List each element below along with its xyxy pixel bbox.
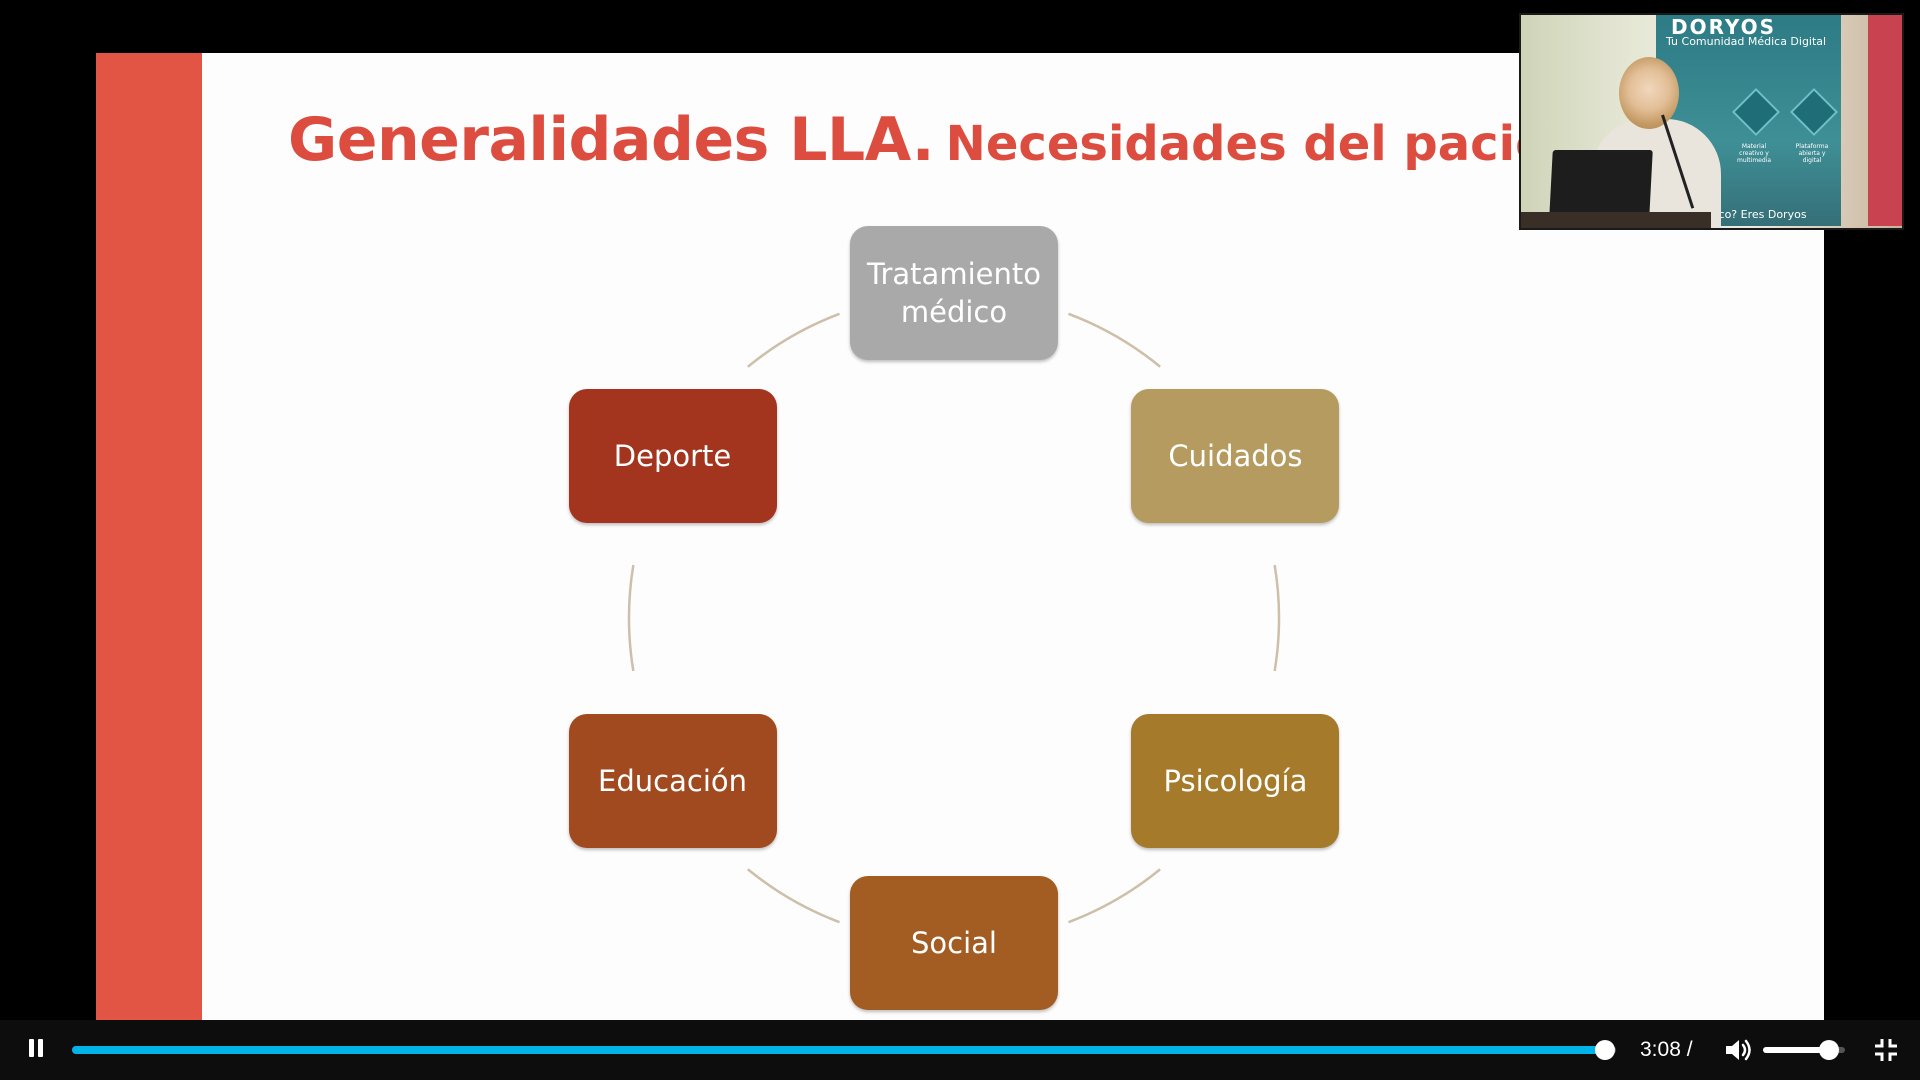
progress-handle[interactable] [1595,1040,1616,1060]
pip-brand: DORYOS [1671,15,1777,39]
video-area[interactable]: Generalidades LLA. Necesidades del pacie… [0,0,1920,1020]
cycle-diagram [627,312,1281,924]
exit-fullscreen-button[interactable] [1866,1020,1906,1080]
volume-icon [1726,1039,1751,1061]
exit-fullscreen-icon [1875,1039,1897,1061]
pip-icon-caption: Material creativo y multimedia [1736,143,1772,164]
cycle-arc [627,564,635,672]
cycle-arc [747,868,840,924]
volume-fill [1763,1047,1829,1053]
pip-brand-subtitle: Tu Comunidad Médica Digital [1666,35,1827,48]
pause-button[interactable] [16,1020,56,1080]
pause-icon [27,1039,45,1061]
cycle-arc [1273,564,1281,672]
speaker-head [1619,57,1679,129]
pip-icon-caption: Plataforma abierta y digital [1795,143,1829,164]
volume-handle[interactable] [1818,1040,1839,1060]
pip-red-strip [1868,15,1902,226]
speaker-video-pip[interactable]: DORYOS Tu Comunidad Médica Digital Mater… [1519,13,1904,230]
desk [1521,212,1711,228]
slide-accent-bar [96,53,202,1020]
slide-title-main: Generalidades LLA. [288,105,935,175]
cycle-arc [747,312,840,368]
progress-fill [72,1046,1606,1054]
cycle-node: Deporte [568,388,777,523]
cycle-node: Social [850,876,1058,1010]
progress-bar[interactable] [72,1040,1616,1060]
cycle-arc [1068,312,1161,368]
cycle-arcs [627,312,1281,924]
time-display: 3:08 / [1640,1038,1693,1061]
cycle-node: Tratamiento médico [850,226,1058,360]
volume-slider[interactable] [1763,1040,1845,1060]
volume-button[interactable] [1716,1020,1760,1080]
cycle-node: Cuidados [1131,388,1340,523]
laptop-icon [1549,150,1653,218]
cycle-arc [1068,868,1161,924]
cycle-node: Psicología [1131,713,1340,848]
cycle-node: Educación [568,713,777,848]
